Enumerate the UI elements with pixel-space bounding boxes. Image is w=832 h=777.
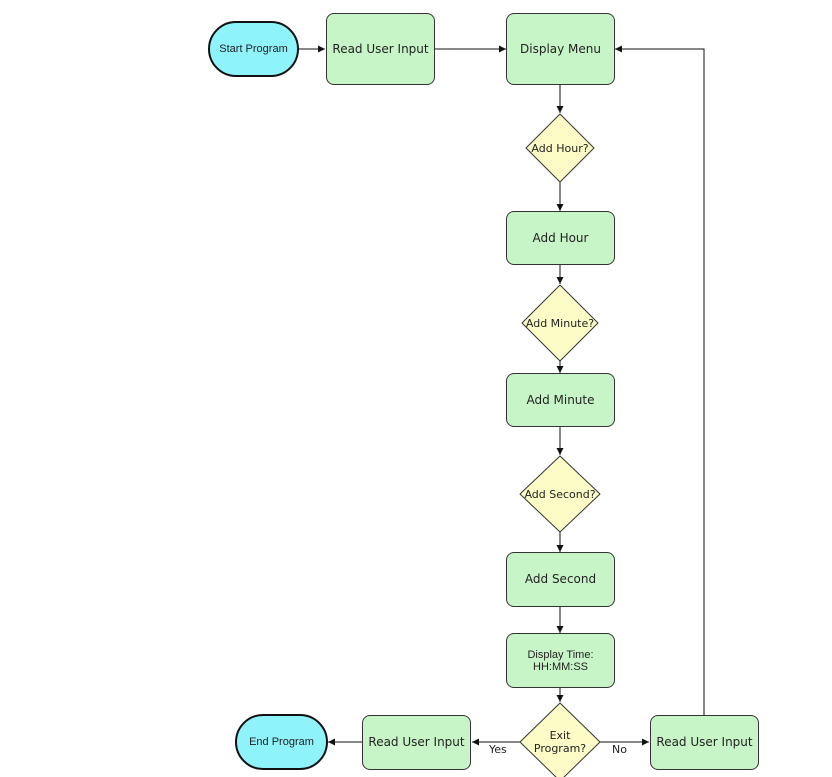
- add-second-box[interactable]: Add Second: [506, 552, 615, 607]
- add-minute-box[interactable]: Add Minute: [506, 373, 615, 427]
- exit-program-decision[interactable]: [519, 702, 601, 777]
- add-minute-label: Add Minute: [526, 392, 595, 407]
- add-hour-box[interactable]: Add Hour: [506, 211, 615, 265]
- add-hour-decision[interactable]: [525, 113, 595, 183]
- start-program-terminal[interactable]: Start Program: [208, 21, 299, 77]
- no-edge-label: No: [612, 743, 627, 756]
- add-second-decision[interactable]: [519, 455, 601, 533]
- add-minute-decision[interactable]: [521, 284, 599, 362]
- read-user-input-left-label: Read User Input: [368, 735, 465, 749]
- read-user-input-top-label: Read User Input: [332, 41, 429, 56]
- start-program-label: Start Program: [219, 42, 288, 55]
- read-user-input-left-box[interactable]: Read User Input: [362, 715, 471, 770]
- add-second-label: Add Second: [524, 572, 597, 586]
- edge-loop-back-to-menu: [615, 45, 705, 715]
- end-program-label: End Program: [249, 735, 314, 748]
- read-user-input-top-box[interactable]: Read User Input: [326, 13, 435, 85]
- end-program-terminal[interactable]: End Program: [235, 714, 328, 770]
- display-menu-label: Display Menu: [520, 41, 601, 56]
- read-user-input-right-box[interactable]: Read User Input: [650, 715, 759, 770]
- display-time-box[interactable]: Display Time: HH:MM:SS: [506, 633, 615, 688]
- display-time-label: Display Time: HH:MM:SS: [527, 648, 594, 673]
- display-menu-box[interactable]: Display Menu: [506, 13, 615, 85]
- add-hour-label: Add Hour: [532, 230, 589, 245]
- yes-edge-label: Yes: [489, 743, 507, 756]
- read-user-input-right-label: Read User Input: [656, 735, 753, 749]
